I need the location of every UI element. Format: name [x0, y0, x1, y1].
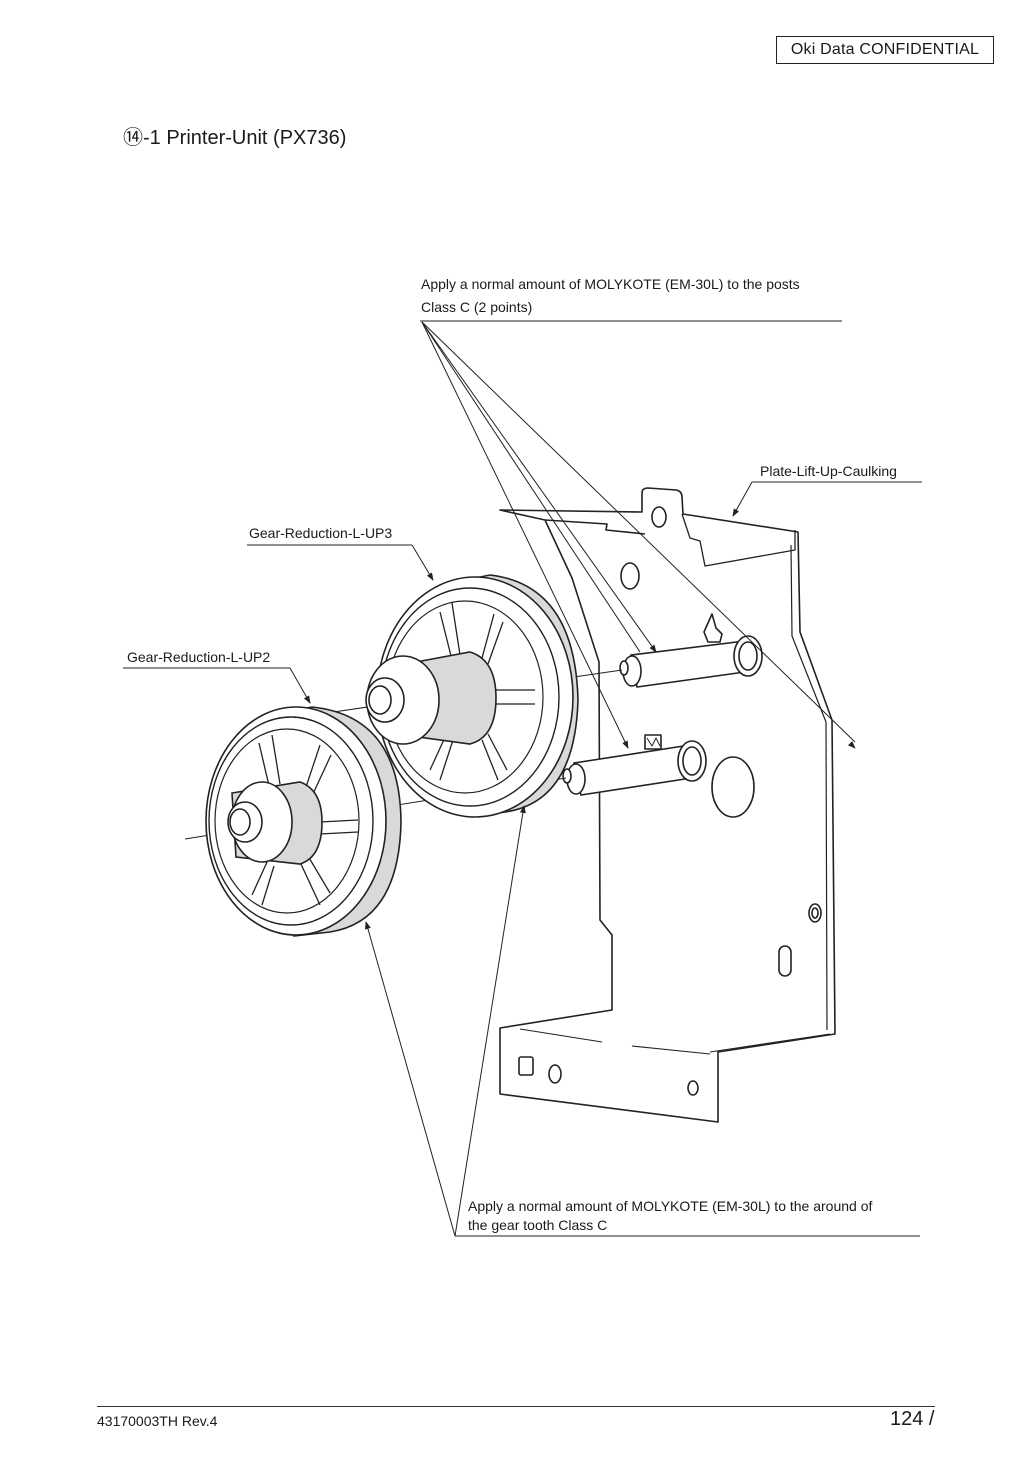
upper-post — [619, 635, 763, 688]
gear-reduction-l-up3-part — [365, 574, 579, 818]
footer-rule — [97, 1406, 935, 1407]
tooth-callout-line2: the gear tooth Class C — [468, 1217, 608, 1233]
posts-callout-line2: Class C (2 points) — [421, 299, 533, 315]
section-title: ⑭-1 Printer-Unit (PX736) — [123, 127, 347, 149]
confidential-badge: Oki Data CONFIDENTIAL — [776, 36, 994, 64]
plate-lift-up-caulking-part — [499, 487, 836, 1123]
document-id: 43170003TH Rev.4 — [97, 1413, 218, 1429]
gear-up3-label: Gear-Reduction-L-UP3 — [249, 525, 393, 541]
gear-up2-label: Gear-Reduction-L-UP2 — [127, 649, 271, 665]
page-number: 124 / — [890, 1408, 935, 1430]
tooth-callout-line1: Apply a normal amount of MOLYKOTE (EM-30… — [468, 1198, 873, 1214]
plate-label: Plate-Lift-Up-Caulking — [760, 463, 897, 479]
gear-reduction-l-up2-part — [205, 706, 402, 937]
lower-post — [562, 740, 707, 796]
posts-callout-line1: Apply a normal amount of MOLYKOTE (EM-30… — [421, 276, 800, 292]
